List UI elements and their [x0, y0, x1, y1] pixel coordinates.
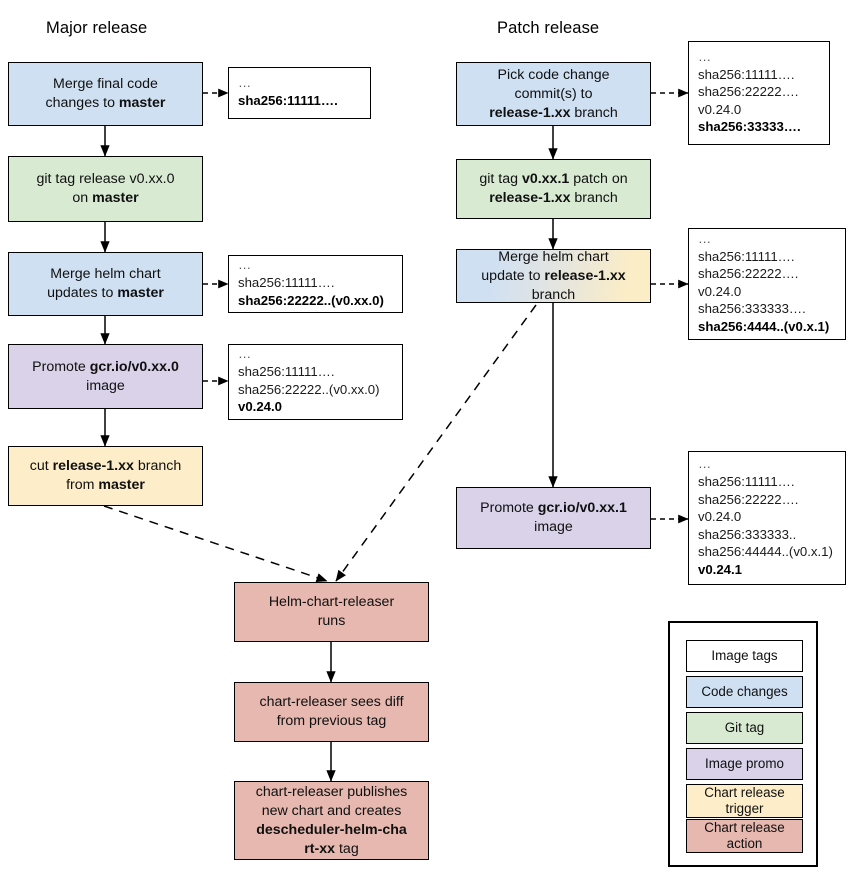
legend-label: Image tags — [711, 647, 778, 663]
note-line: v0.24.0 — [238, 399, 282, 415]
note-line: sha256:11111…. — [698, 474, 795, 489]
note-line: … — [698, 230, 713, 246]
legend: Image tags Code changes Git tag Image pr… — [668, 621, 818, 867]
note-merge-final-code: … sha256:11111…. — [228, 67, 371, 119]
legend-label: Chart release trigger — [704, 784, 785, 817]
note-line: sha256:44444..(v0.x.1) — [698, 544, 833, 559]
note-line: sha256:22222..(v0.xx.0) — [238, 292, 384, 308]
note-line: sha256:11111…. — [238, 92, 338, 108]
note-line: … — [238, 257, 253, 272]
note-line: sha256:22222…. — [698, 84, 799, 99]
note-line: v0.24.0 — [698, 283, 742, 299]
note-line: sha256:11111…. — [238, 364, 335, 380]
note-line: … — [238, 346, 253, 362]
note-line: sha256:11111…. — [698, 66, 795, 82]
legend-label: Image promo — [705, 755, 784, 771]
note-line: v0.24.1 — [698, 561, 742, 577]
legend-label: Git tag — [724, 719, 765, 735]
note-line: sha256:22222…. — [698, 491, 799, 507]
note-pick-code-change: … sha256:11111…. sha256:22222…. v0.24.0 sha2… — [688, 41, 830, 145]
note-line: sha256:333333…. — [698, 301, 806, 317]
legend-item-chart-release-action: Chart release action — [686, 819, 803, 853]
legend-label: Code changes — [701, 683, 788, 699]
legend-item-git-tag: Git tag — [686, 712, 803, 744]
note-line: v0.24.0 — [698, 101, 742, 117]
major-release-title: Major release — [46, 19, 148, 37]
note-line: sha256:11111…. — [238, 275, 335, 290]
note-line: … — [238, 74, 253, 90]
legend-item-image-promo: Image promo — [686, 748, 803, 780]
legend-item-image-tags: Image tags — [686, 640, 803, 672]
legend-item-chart-release-trigger: Chart release trigger — [686, 784, 803, 818]
note-line: sha256:11111…. — [698, 248, 795, 264]
note-line: … — [698, 456, 713, 471]
note-line: sha256:4444..(v0.x.1) — [698, 318, 830, 334]
note-line: sha256:22222…. — [698, 266, 799, 282]
note-merge-helm-chart-release: … sha256:11111…. sha256:22222….v0.24.0 sha2… — [688, 228, 846, 340]
note-merge-helm-chart-master: … sha256:11111…. sha256:22222..(v0.xx.0) — [228, 255, 403, 313]
note-line: sha256:33333…. — [698, 119, 801, 134]
note-promote-image-major: … sha256:11111….sha256:22222..(v0.xx.0) v0… — [228, 344, 403, 420]
note-line: v0.24.0 — [698, 509, 742, 524]
note-line: sha256:22222..(v0.xx.0) — [238, 381, 380, 397]
legend-item-code-changes: Code changes — [686, 676, 803, 708]
note-line: … — [698, 48, 713, 64]
patch-release-title: Patch release — [497, 19, 600, 37]
legend-label: Chart release action — [704, 819, 785, 852]
note-promote-image-patch: … sha256:11111…. sha256:22222…. v0.24.0 sha2… — [688, 451, 846, 585]
note-line: sha256:333333.. — [698, 526, 797, 542]
